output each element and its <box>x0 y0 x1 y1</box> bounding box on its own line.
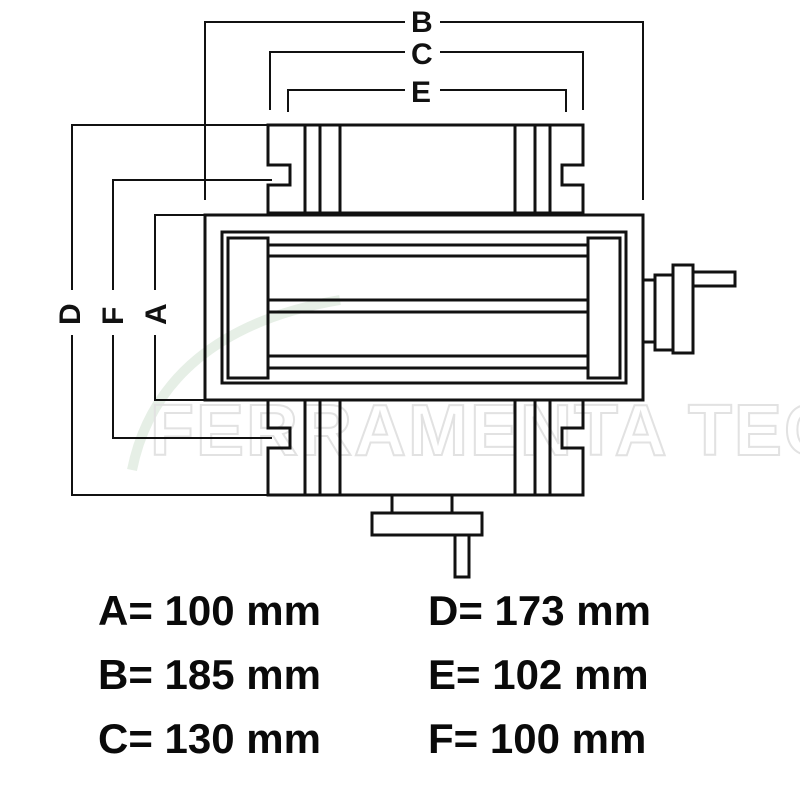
right-handwheel <box>641 263 737 355</box>
dimension-e: E <box>287 76 567 112</box>
spec-c: C= 130 mm <box>98 715 321 762</box>
label-c: C <box>411 38 433 71</box>
spec-d: D= 173 mm <box>428 587 651 634</box>
label-b: B <box>411 6 433 39</box>
dimension-b: B <box>204 6 644 200</box>
spec-f: F= 100 mm <box>428 715 647 762</box>
label-e: E <box>411 76 431 109</box>
cross-table-dimension-drawing: FERRAMENTA TECNICA B C E D F A <box>54 6 800 579</box>
bottom-handwheel <box>370 493 484 579</box>
watermark: FERRAMENTA TECNICA <box>127 295 800 472</box>
spec-b: B= 185 mm <box>98 651 321 698</box>
dimension-d: D <box>54 124 268 496</box>
watermark-text: FERRAMENTA TECNICA <box>150 391 800 471</box>
label-a: A <box>140 303 173 325</box>
upper-saddle <box>266 123 585 215</box>
lower-saddle <box>266 398 585 497</box>
label-f: F <box>97 307 130 325</box>
dimension-c: C <box>269 38 584 110</box>
dimension-a: A <box>140 214 205 401</box>
dimension-f: F <box>97 179 272 439</box>
label-d: D <box>54 303 87 325</box>
spec-a: A= 100 mm <box>98 587 321 634</box>
spec-e: E= 102 mm <box>428 651 649 698</box>
table-body <box>203 213 645 402</box>
dimension-spec-list: A= 100 mm D= 173 mm B= 185 mm E= 102 mm … <box>98 582 738 768</box>
